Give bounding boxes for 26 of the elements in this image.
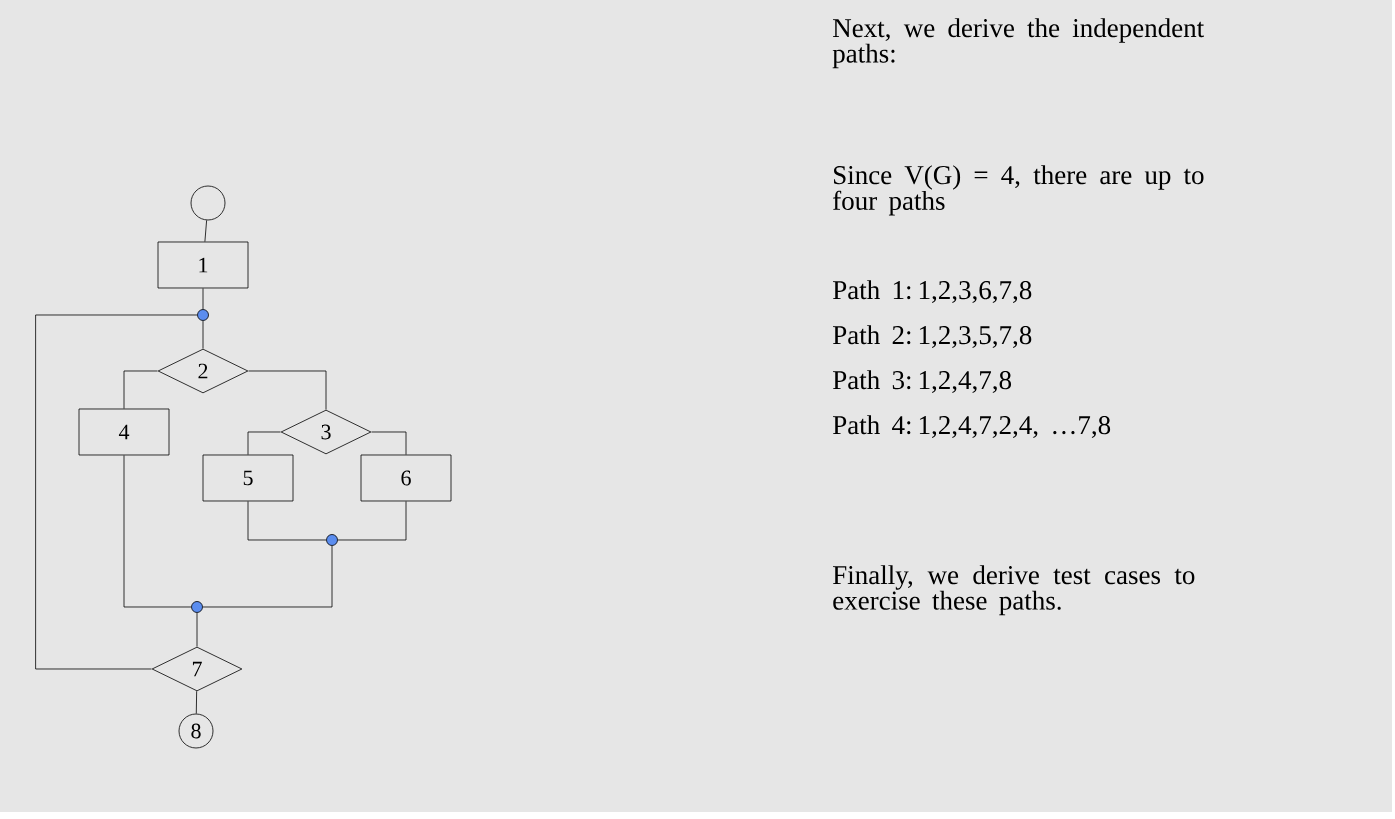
process-box: 5 — [202, 454, 294, 502]
text-paragraph: Next, we derive the independent paths: — [832, 18, 1204, 69]
text-paragraph: Path 4: 1,2,4,7,2,4, …7,8 — [833, 415, 1111, 439]
connector-line — [123, 455, 192, 608]
connector-line — [202, 288, 204, 310]
connector-line — [195, 690, 198, 714]
text-paragraph: Path 2: 1,2,3,5,7,8 — [833, 325, 1032, 349]
text-paragraph: Since V(G) = 4, there are up to four paths — [833, 165, 1204, 216]
connector-line — [247, 431, 281, 455]
terminal-circle — [190, 185, 226, 221]
connector-line — [123, 370, 158, 409]
process-box: 4 — [78, 408, 170, 456]
connector-line — [196, 612, 198, 647]
connector-line — [247, 501, 327, 541]
connector-line — [202, 545, 333, 608]
process-box: 6 — [360, 454, 452, 502]
connector-line — [337, 501, 407, 541]
connector-line — [202, 320, 204, 349]
text-paragraph: Finally, we derive test cases to exercise these paths. — [833, 565, 1195, 616]
connector-line — [204, 219, 207, 242]
text-paragraph: Path 1: 1,2,3,6,7,8 — [833, 280, 1032, 304]
connector-line — [35, 314, 198, 670]
text-paragraph: Path 3: 1,2,4,7,8 — [833, 370, 1011, 394]
process-box: 1 — [157, 241, 249, 289]
connector-line — [248, 370, 327, 410]
connector-line — [371, 431, 407, 455]
